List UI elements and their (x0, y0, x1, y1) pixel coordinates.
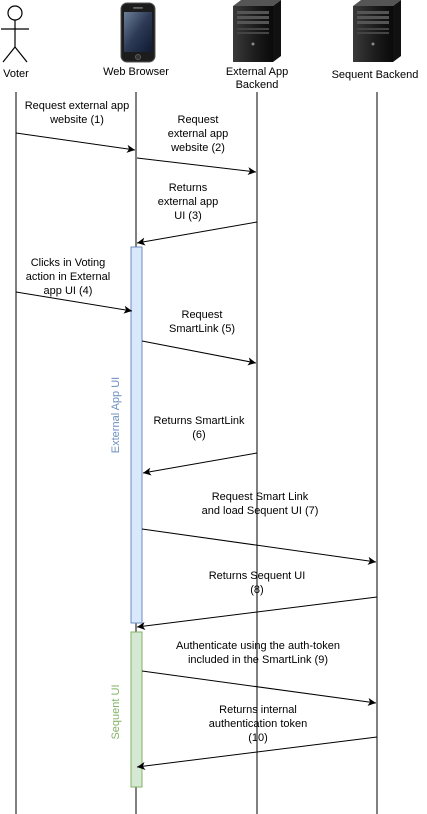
stick-figure-icon (1, 5, 29, 63)
actor-label-sequent-backend: Sequent Backend (331, 69, 419, 81)
actor-label-web-browser: Web Browser (103, 66, 169, 78)
actor-label-voter: Voter (3, 68, 29, 80)
server-tower-icon (353, 0, 401, 62)
message-arrow-2 (136, 157, 257, 176)
message-arrow-3 (136, 221, 258, 246)
message-arrow-7 (141, 528, 377, 565)
server-tower-icon (233, 0, 281, 62)
actor-label-external-app-backend: External App Backend (225, 66, 289, 91)
message-arrow-9 (141, 670, 377, 706)
activation-sequent-ui (130, 631, 143, 788)
message-label-10: Returns internal authentication token (1… (208, 704, 308, 744)
message-label-6: Returns SmartLink (6) (153, 415, 245, 441)
activation-external-app-ui (130, 246, 143, 624)
message-label-2: Request external app website (2) (167, 114, 229, 154)
message-arrow-8 (136, 596, 378, 630)
message-arrow-5 (141, 340, 257, 366)
activation-label-sequent-ui: Sequent UI (110, 684, 122, 740)
activation-label-external-app-ui: External App UI (110, 376, 122, 454)
message-arrow-6 (142, 452, 258, 476)
mobile-phone-icon (120, 2, 156, 63)
message-arrow-4 (15, 291, 133, 314)
message-label-3: Returns external app UI (3) (157, 182, 219, 222)
message-arrow-1 (15, 132, 136, 153)
message-label-4: Clicks in Voting action in External app … (25, 257, 111, 297)
message-label-9: Authenticate using the auth-token includ… (176, 640, 340, 666)
message-label-1: Request external app website (1) (24, 100, 130, 126)
message-label-8: Returns Sequent UI (8) (208, 570, 306, 596)
message-arrow-10 (136, 736, 378, 770)
message-label-5: Request SmartLink (5) (168, 309, 236, 335)
message-label-7: Request Smart Link and load Sequent UI (… (201, 491, 319, 517)
